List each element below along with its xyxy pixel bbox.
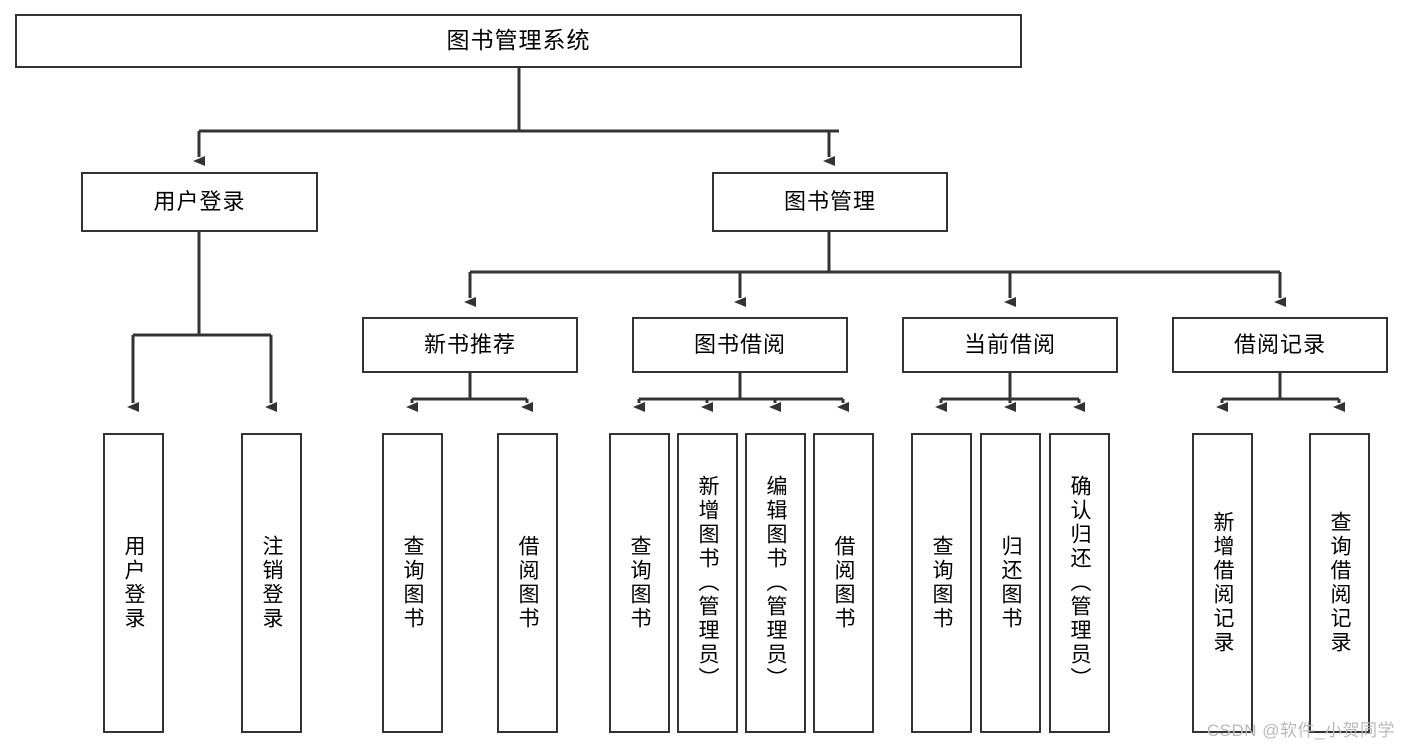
leaf-record-query[interactable]: 查询借阅记录 xyxy=(1309,433,1370,733)
leaf-label: 查询图书 xyxy=(628,535,652,631)
leaf-user-login-signout[interactable]: 注销登录 xyxy=(241,433,302,733)
leaf-current-return-book[interactable]: 归还图书 xyxy=(980,433,1041,733)
leaf-label: 编辑图书（管理员） xyxy=(764,475,788,691)
leaf-record-add[interactable]: 新增借阅记录 xyxy=(1192,433,1253,733)
node-root-system[interactable]: 图书管理系统 xyxy=(15,14,1022,68)
leaf-new-book-borrow[interactable]: 借阅图书 xyxy=(497,433,558,733)
node-book-management[interactable]: 图书管理 xyxy=(712,172,948,232)
leaf-user-login-signin[interactable]: 用户登录 xyxy=(103,433,164,733)
leaf-label: 用户登录 xyxy=(122,535,146,631)
leaf-current-query-book[interactable]: 查询图书 xyxy=(911,433,972,733)
leaf-label: 查询借阅记录 xyxy=(1328,511,1352,655)
leaf-label: 借阅图书 xyxy=(516,535,540,631)
node-current-borrow[interactable]: 当前借阅 xyxy=(902,317,1118,373)
leaf-borrow-add-book[interactable]: 新增图书（管理员） xyxy=(677,433,738,733)
leaf-label: 新增借阅记录 xyxy=(1211,511,1235,655)
leaf-label: 查询图书 xyxy=(930,535,954,631)
csdn-watermark: CSDN @软件_小贺同学 xyxy=(1206,721,1395,740)
node-new-book-recommend[interactable]: 新书推荐 xyxy=(362,317,578,373)
leaf-label: 注销登录 xyxy=(260,535,284,631)
leaf-current-confirm-return[interactable]: 确认归还（管理员） xyxy=(1049,433,1110,733)
leaf-label: 确认归还（管理员） xyxy=(1068,475,1092,691)
leaf-borrow-edit-book[interactable]: 编辑图书（管理员） xyxy=(745,433,806,733)
leaf-label: 归还图书 xyxy=(999,535,1023,631)
node-borrow-record[interactable]: 借阅记录 xyxy=(1172,317,1388,373)
leaf-label: 查询图书 xyxy=(401,535,425,631)
node-book-borrow[interactable]: 图书借阅 xyxy=(632,317,848,373)
leaf-label: 借阅图书 xyxy=(832,535,856,631)
leaf-borrow-query-book[interactable]: 查询图书 xyxy=(609,433,670,733)
leaf-new-book-query[interactable]: 查询图书 xyxy=(382,433,443,733)
node-user-login[interactable]: 用户登录 xyxy=(81,172,318,232)
leaf-borrow-borrow-book[interactable]: 借阅图书 xyxy=(813,433,874,733)
leaf-label: 新增图书（管理员） xyxy=(696,475,720,691)
